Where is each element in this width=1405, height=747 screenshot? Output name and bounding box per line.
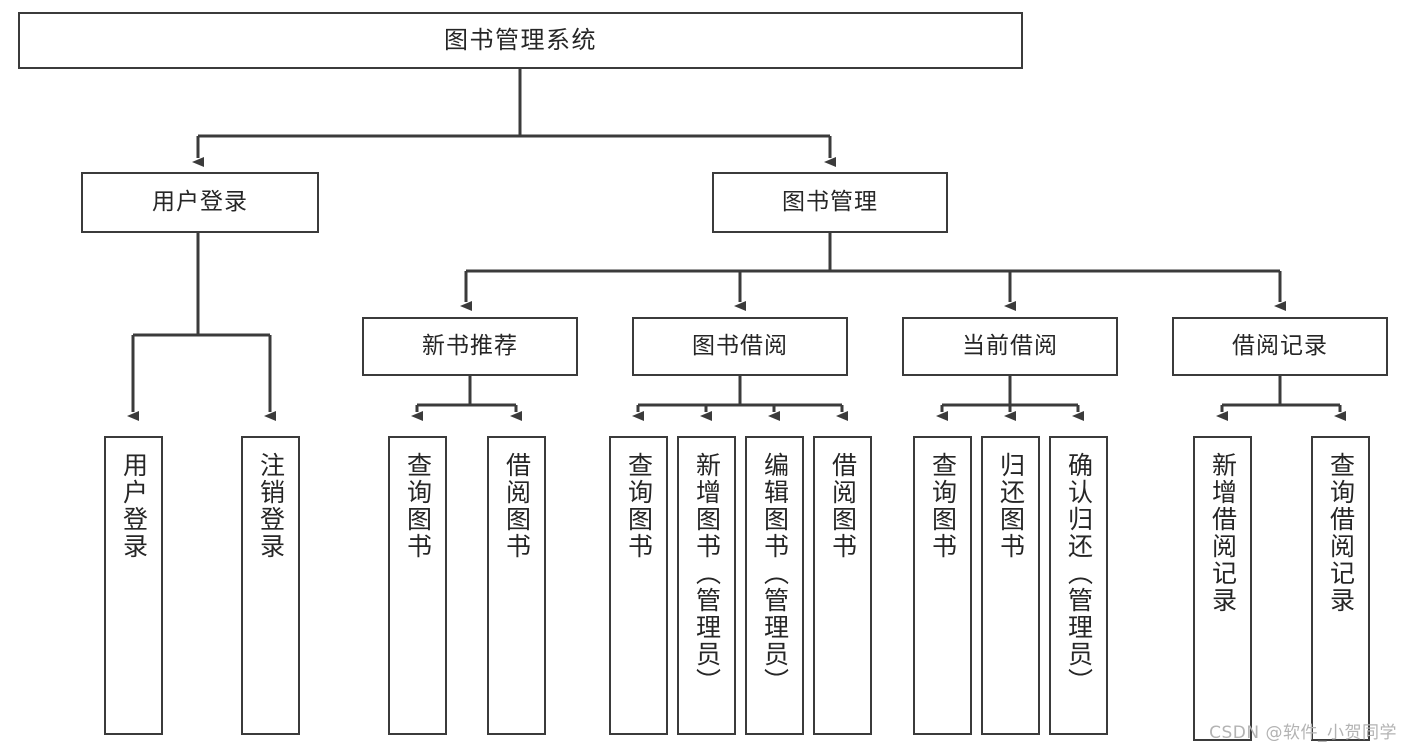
node-label: 借阅图书	[828, 452, 858, 560]
node-label: 编辑图书（管理员）	[760, 452, 790, 695]
node-leaf-edit-book-admin[interactable]: 编辑图书（管理员）	[745, 436, 804, 735]
node-leaf-borrow-book[interactable]: 借阅图书	[813, 436, 872, 735]
node-label: 借阅记录	[1232, 333, 1328, 360]
node-current-borrow[interactable]: 当前借阅	[902, 317, 1118, 376]
node-label: 确认归还（管理员）	[1064, 452, 1094, 695]
node-label: 当前借阅	[962, 333, 1058, 360]
node-leaf-borrow-book-rec[interactable]: 借阅图书	[487, 436, 546, 735]
node-root-system[interactable]: 图书管理系统	[18, 12, 1023, 69]
node-label: 新书推荐	[422, 333, 518, 360]
node-leaf-query-book-current[interactable]: 查询图书	[913, 436, 972, 735]
node-label: 查询图书	[403, 452, 433, 560]
node-leaf-return-book[interactable]: 归还图书	[981, 436, 1040, 735]
node-leaf-add-borrow-record[interactable]: 新增借阅记录	[1193, 436, 1252, 741]
node-label: 查询图书	[928, 452, 958, 560]
node-borrow-record[interactable]: 借阅记录	[1172, 317, 1388, 376]
node-leaf-logout[interactable]: 注销登录	[241, 436, 300, 735]
node-label: 注销登录	[256, 452, 286, 560]
node-leaf-confirm-return-admin[interactable]: 确认归还（管理员）	[1049, 436, 1108, 735]
node-label: 图书管理系统	[444, 25, 597, 54]
node-label: 查询借阅记录	[1326, 452, 1356, 614]
node-label: 新增图书（管理员）	[692, 452, 722, 695]
node-label: 归还图书	[996, 452, 1026, 560]
node-new-book-recommend[interactable]: 新书推荐	[362, 317, 578, 376]
node-label: 查询图书	[624, 452, 654, 560]
node-leaf-query-book-rec[interactable]: 查询图书	[388, 436, 447, 735]
node-leaf-user-login[interactable]: 用户登录	[104, 436, 163, 735]
node-label: 借阅图书	[502, 452, 532, 560]
node-label: 图书借阅	[692, 333, 788, 360]
node-book-manage[interactable]: 图书管理	[712, 172, 948, 233]
node-book-borrow[interactable]: 图书借阅	[632, 317, 848, 376]
node-leaf-add-book-admin[interactable]: 新增图书（管理员）	[677, 436, 736, 735]
node-user-login[interactable]: 用户登录	[81, 172, 319, 233]
node-leaf-query-book-borrow[interactable]: 查询图书	[609, 436, 668, 735]
node-label: 图书管理	[782, 189, 878, 216]
node-label: 用户登录	[119, 452, 149, 560]
node-label: 新增借阅记录	[1208, 452, 1238, 614]
node-leaf-query-borrow-record[interactable]: 查询借阅记录	[1311, 436, 1370, 741]
watermark-text: CSDN @软件_小贺同学	[1209, 723, 1397, 743]
node-label: 用户登录	[152, 189, 248, 216]
